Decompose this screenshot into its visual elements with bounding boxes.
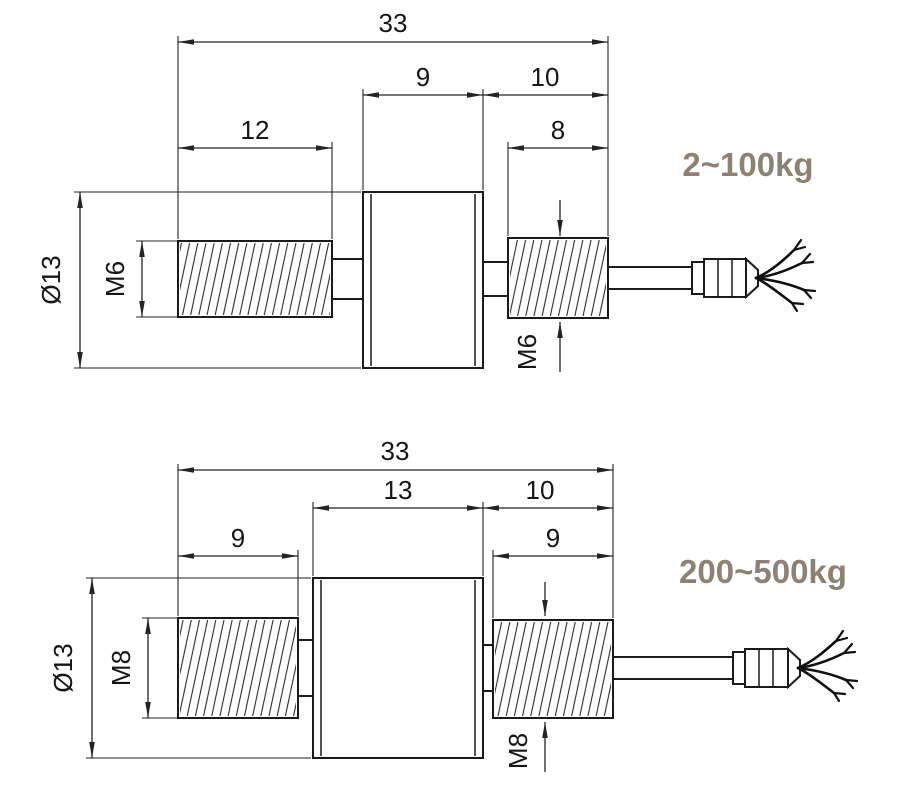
cable-shaft-bottom: [612, 656, 734, 680]
variant-title-bottom: 200~500kg: [679, 553, 847, 590]
dim-body-top: 9: [416, 62, 430, 92]
right-thread-hatch-bottom: [495, 622, 611, 716]
dim-diameter-top: Ø13: [36, 255, 66, 304]
cable-taper-bottom: [787, 646, 801, 690]
dim-left-thread-size-bottom: M8: [106, 650, 136, 686]
dim-right-thread-size-top: M6: [512, 334, 542, 370]
dim-right-thread-len-top: 8: [551, 115, 565, 145]
left-thread-hatch-top: [180, 243, 330, 315]
left-neck-top: [331, 258, 364, 300]
cable-connector-top: [703, 258, 747, 298]
drawing-variant-top: 33 9 10 12 8 Ø13 M6: [36, 8, 817, 372]
cable-shaft-top: [607, 266, 693, 290]
right-thread-hatch-top: [510, 240, 606, 316]
dimensions-top: 33 9 10 12 8 Ø13 M6: [36, 8, 609, 372]
dim-right-thread-size-bottom: M8: [503, 733, 533, 769]
left-neck-bottom: [297, 639, 314, 697]
cable-assembly-top: [607, 238, 817, 313]
sensor-body-bottom: [312, 577, 484, 759]
cable-ring-bottom: [732, 651, 746, 685]
drawing-variant-bottom: 33 13 10 9 9 Ø13 M8: [48, 436, 859, 772]
left-thread-hatch-bottom: [180, 620, 296, 716]
sensor-outline-top: [177, 191, 609, 369]
cable-taper-top: [745, 256, 759, 300]
wire-ends-top: [754, 238, 817, 313]
dim-right-section-top: 10: [531, 62, 560, 92]
right-neck-bottom: [482, 644, 494, 692]
cable-assembly-bottom: [612, 629, 859, 703]
cable-connector-bottom: [744, 648, 789, 688]
variant-title-top: 2~100kg: [682, 146, 813, 183]
dim-left-thread-len-top: 12: [241, 115, 270, 145]
dim-diameter-bottom: Ø13: [48, 643, 78, 692]
wire-ends-bottom: [796, 629, 859, 703]
dim-body-bottom: 13: [384, 475, 413, 505]
sensor-outline-bottom: [177, 577, 614, 759]
dim-left-thread-len-bottom: 9: [231, 523, 245, 553]
right-neck-top: [482, 261, 509, 297]
dim-right-thread-len-bottom: 9: [546, 523, 560, 553]
sensor-body-top: [362, 191, 484, 369]
dim-left-thread-size-top: M6: [100, 261, 130, 297]
dimensions-bottom: 33 13 10 9 9 Ø13 M8: [48, 436, 614, 772]
dim-overall-bottom: 33: [381, 436, 410, 466]
cable-ring-top: [691, 261, 705, 295]
dim-right-section-bottom: 10: [526, 475, 555, 505]
dim-overall-top: 33: [379, 8, 408, 38]
